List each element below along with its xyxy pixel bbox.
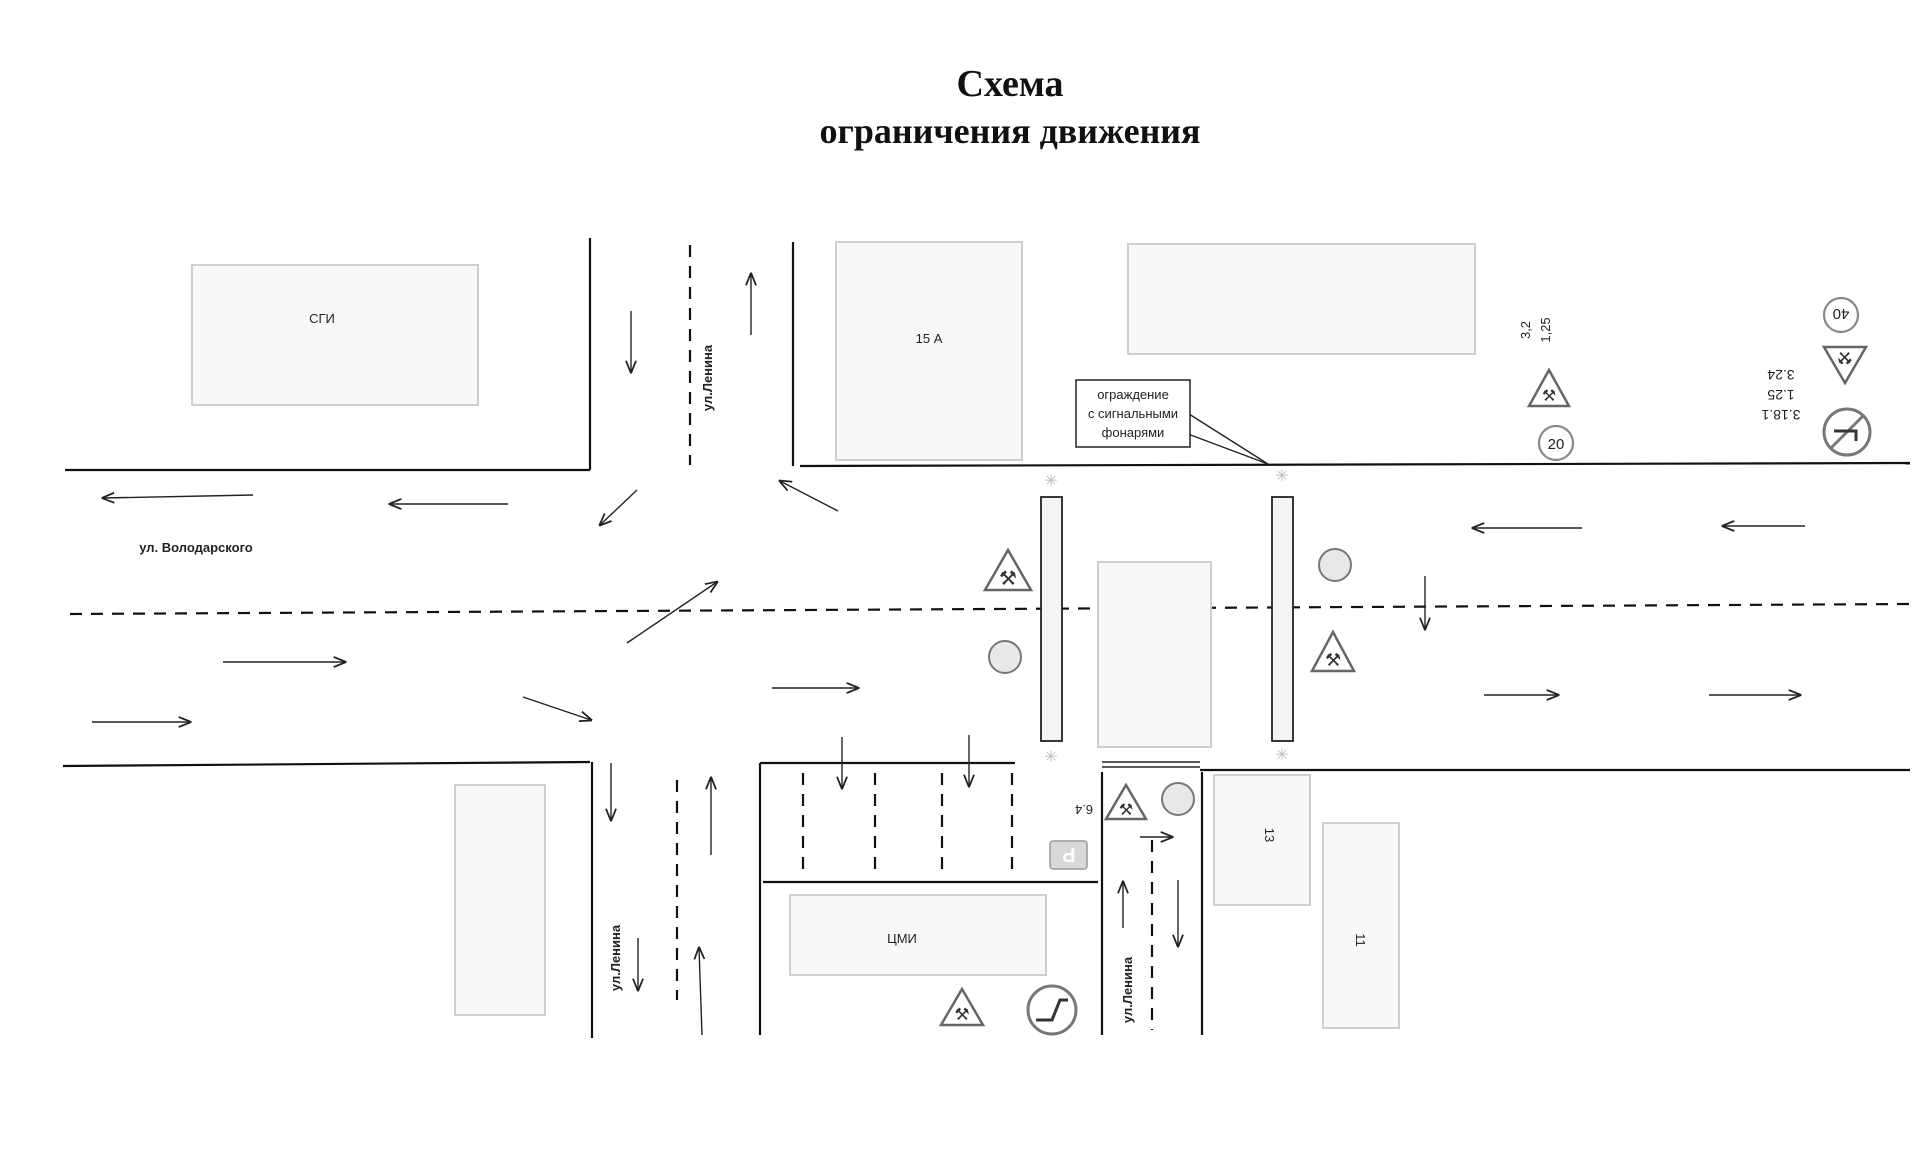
work-zone-area (1097, 561, 1212, 748)
building-bottom-left (454, 784, 546, 1016)
barrier-east (1271, 496, 1294, 742)
svg-text:⚒: ⚒ (1119, 800, 1133, 819)
diagram-title-line2: ограничения движения (819, 111, 1201, 151)
signal-lamp-icon: ✳ (1275, 466, 1288, 485)
street-lenina-bottom-right: ул.Ленина (1120, 956, 1135, 1023)
building-top-right (1127, 243, 1476, 355)
traffic-arrows (92, 274, 1805, 1036)
building-sgi (191, 264, 479, 406)
svg-text:⚒: ⚒ (1542, 386, 1556, 405)
barriers: ✳ ✳ ✳ ✳ (1040, 466, 1294, 768)
road-edge-bottom-left (62, 760, 591, 768)
label-cmi: ЦМИ (887, 931, 917, 946)
callout-line3: фонарями (1102, 425, 1165, 440)
signal-lamp-icon: ✳ (1275, 745, 1288, 764)
sign-number-3-24: 3.24 (1767, 367, 1794, 383)
signal-lamp-icon: ✳ (1044, 747, 1057, 766)
arrow-turn-southeast (522, 696, 591, 720)
speed-limit-20-label: 20 (1548, 436, 1565, 453)
no-left-turn-icon (1822, 407, 1872, 457)
arrow-diagonal-northeast (626, 582, 717, 644)
svg-text:⚒: ⚒ (999, 566, 1017, 590)
callout-line1: ограждение (1097, 387, 1169, 402)
sign-number-3-2: 3,2 (1518, 321, 1533, 339)
road-works-signs: ⚒ ⚒ ⚒ ⚒ ⚒ ⚒ (938, 345, 1869, 1027)
speed-limit-40-icon: 40 (1822, 296, 1860, 334)
street-lenina-bottom-left: ул.Ленина (608, 924, 623, 991)
barrier-west (1040, 496, 1063, 742)
arrow-turn-southwest (600, 489, 638, 525)
roadworks-sign-icon: ⚒ (1526, 367, 1572, 408)
buildings (191, 241, 1476, 1029)
signal-light-icon (988, 640, 1022, 674)
arrow-west-1 (103, 495, 254, 498)
signal-light-icon (1318, 548, 1352, 582)
sign-number-1-25: 1,25 (1538, 317, 1553, 342)
roadworks-sign-icon: ⚒ (1103, 782, 1149, 821)
callout-fencing: ограждение с сигнальными фонарями (1075, 379, 1269, 465)
lane-markings (69, 245, 1911, 1030)
speed-limit-40-label: 40 (1833, 305, 1850, 322)
label-13: 13 (1262, 828, 1277, 842)
sign-number-1-25b: 1.25 (1767, 387, 1794, 403)
roadworks-sign-icon: ⚒ (982, 547, 1034, 592)
roadworks-sign-icon: ⚒ (1821, 345, 1869, 386)
no-parking-icon (1026, 984, 1078, 1036)
signal-lamp-icon: ✳ (1044, 471, 1057, 490)
building-13 (1213, 774, 1311, 906)
svg-text:⚒: ⚒ (1325, 650, 1341, 671)
diagram-title-line1: Схема (956, 63, 1064, 105)
street-volodarskogo: ул. Володарского (139, 540, 253, 555)
road-edge-top-right (799, 461, 1911, 468)
road-edges (62, 238, 1911, 1038)
svg-text:⚒: ⚒ (1837, 347, 1852, 367)
round-signs: 20 40 (988, 296, 1872, 1036)
roadworks-sign-icon: ⚒ (938, 986, 986, 1027)
callout-line2: с сигнальными (1088, 406, 1178, 421)
building-15a (835, 241, 1023, 461)
sign-number-3-18-1: 3.18.1 (1761, 407, 1800, 423)
arrow-lenina-north-2 (699, 948, 702, 1036)
label-15a: 15 А (916, 331, 943, 346)
roadworks-sign-icon: ⚒ (1309, 629, 1357, 673)
svg-text:⚒: ⚒ (954, 1005, 969, 1025)
building-11 (1322, 822, 1400, 1029)
street-lenina-top: ул.Ленина (700, 344, 715, 411)
signal-light-icon (1161, 782, 1195, 816)
speed-limit-20-icon: 20 (1537, 424, 1575, 462)
building-cmi (789, 894, 1047, 976)
parking-sign-icon: P (1049, 840, 1088, 870)
parking-sign-label: P (1062, 843, 1075, 865)
volodarskogo-centre-line (69, 602, 1911, 616)
sign-number-6-4: 6.4 (1075, 802, 1093, 817)
label-sgi: СГИ (309, 311, 335, 326)
arrow-turn-northwest (780, 481, 839, 512)
label-11: 11 (1353, 933, 1368, 947)
